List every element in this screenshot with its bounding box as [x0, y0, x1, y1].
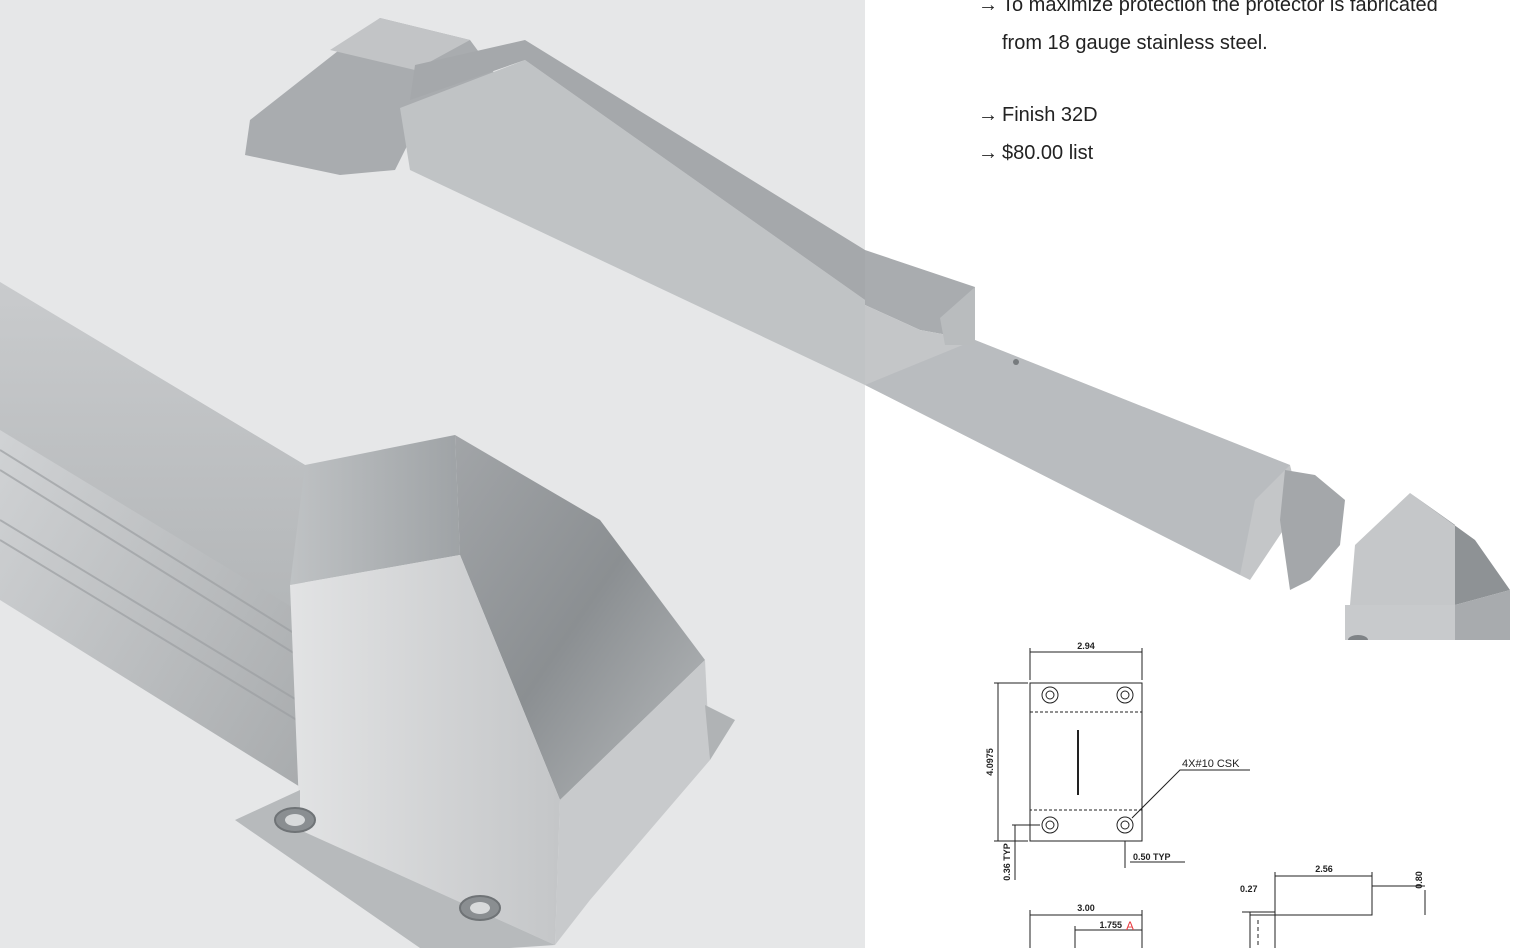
hole-spec-label: 4X#10 CSK	[1182, 758, 1240, 770]
dim-top-width: 2.94	[1077, 641, 1095, 651]
dim-front-inner: 1.755	[1099, 920, 1122, 930]
dim-front-width: 3.00	[1077, 903, 1095, 913]
dim-edge-offset: 0.36 TYP	[1002, 843, 1012, 881]
dim-side-lip: 0.27	[1240, 884, 1258, 894]
feature-item-price: →$80.00 list	[978, 136, 1093, 171]
dim-side-height: 0.80	[1414, 871, 1424, 889]
arrow-right-icon: →	[978, 142, 998, 164]
dim-hole-inset: 0.50 TYP	[1133, 852, 1171, 862]
feature-item-material-cont: from 18 gauge stainless steel.	[1002, 32, 1268, 54]
product-photo-panel	[0, 0, 865, 948]
feature-item-finish: →Finish 32D	[978, 98, 1098, 133]
exit-device-image	[865, 250, 1510, 640]
dim-side-width: 2.56	[1315, 864, 1333, 874]
feature-item-material: →To maximize protection the protector is…	[978, 0, 1438, 23]
arrow-right-icon: →	[978, 104, 998, 126]
arrow-right-icon: →	[978, 0, 998, 16]
closeup-protector-image	[0, 18, 865, 948]
technical-drawing: 2.94 4.0975 0.36 TYP 0.50 TYP 3.00 1.755…	[985, 641, 1426, 948]
reference-marker: A	[1126, 919, 1134, 933]
dim-height: 4.0975	[985, 748, 995, 776]
